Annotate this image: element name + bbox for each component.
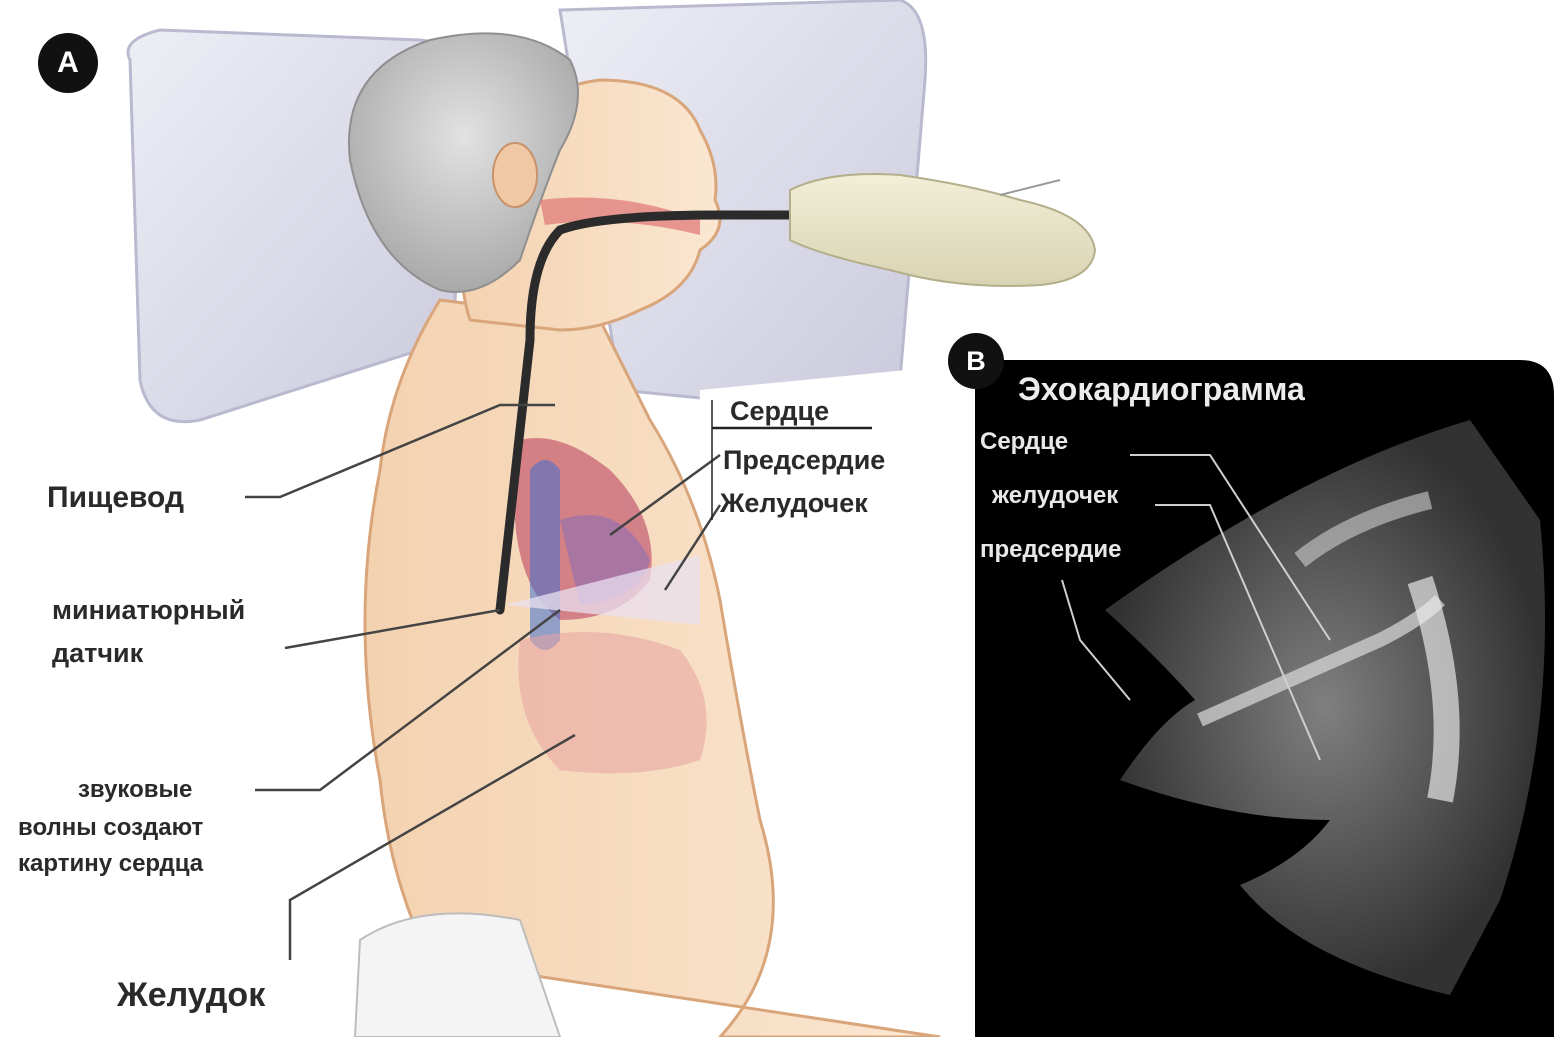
label-ventricle: Желудочек (720, 490, 868, 517)
echocardiogram-panel (975, 360, 1554, 1037)
label-transducer-line1: миниатюрный (52, 597, 245, 624)
label-waves-line3: картину сердца (18, 852, 203, 876)
label-waves-line2: волны создают (18, 816, 203, 840)
echo-label-ventricle: желудочек (992, 484, 1118, 508)
label-transducer-line2: датчик (52, 640, 143, 667)
panel-b-badge: B (948, 333, 1004, 389)
label-atrium: Предсердие (723, 447, 885, 474)
echo-label-heart: Сердце (980, 430, 1068, 454)
label-stomach: Желудок (117, 978, 265, 1012)
panel-a-badge: A (38, 33, 98, 93)
label-waves-line1: звуковые (78, 778, 192, 802)
label-heart: Сердце (730, 398, 829, 425)
echo-label-atrium: предсердие (980, 538, 1122, 562)
echo-title: Эхокардиограмма (1018, 373, 1305, 405)
label-esophagus: Пищевод (47, 483, 184, 513)
